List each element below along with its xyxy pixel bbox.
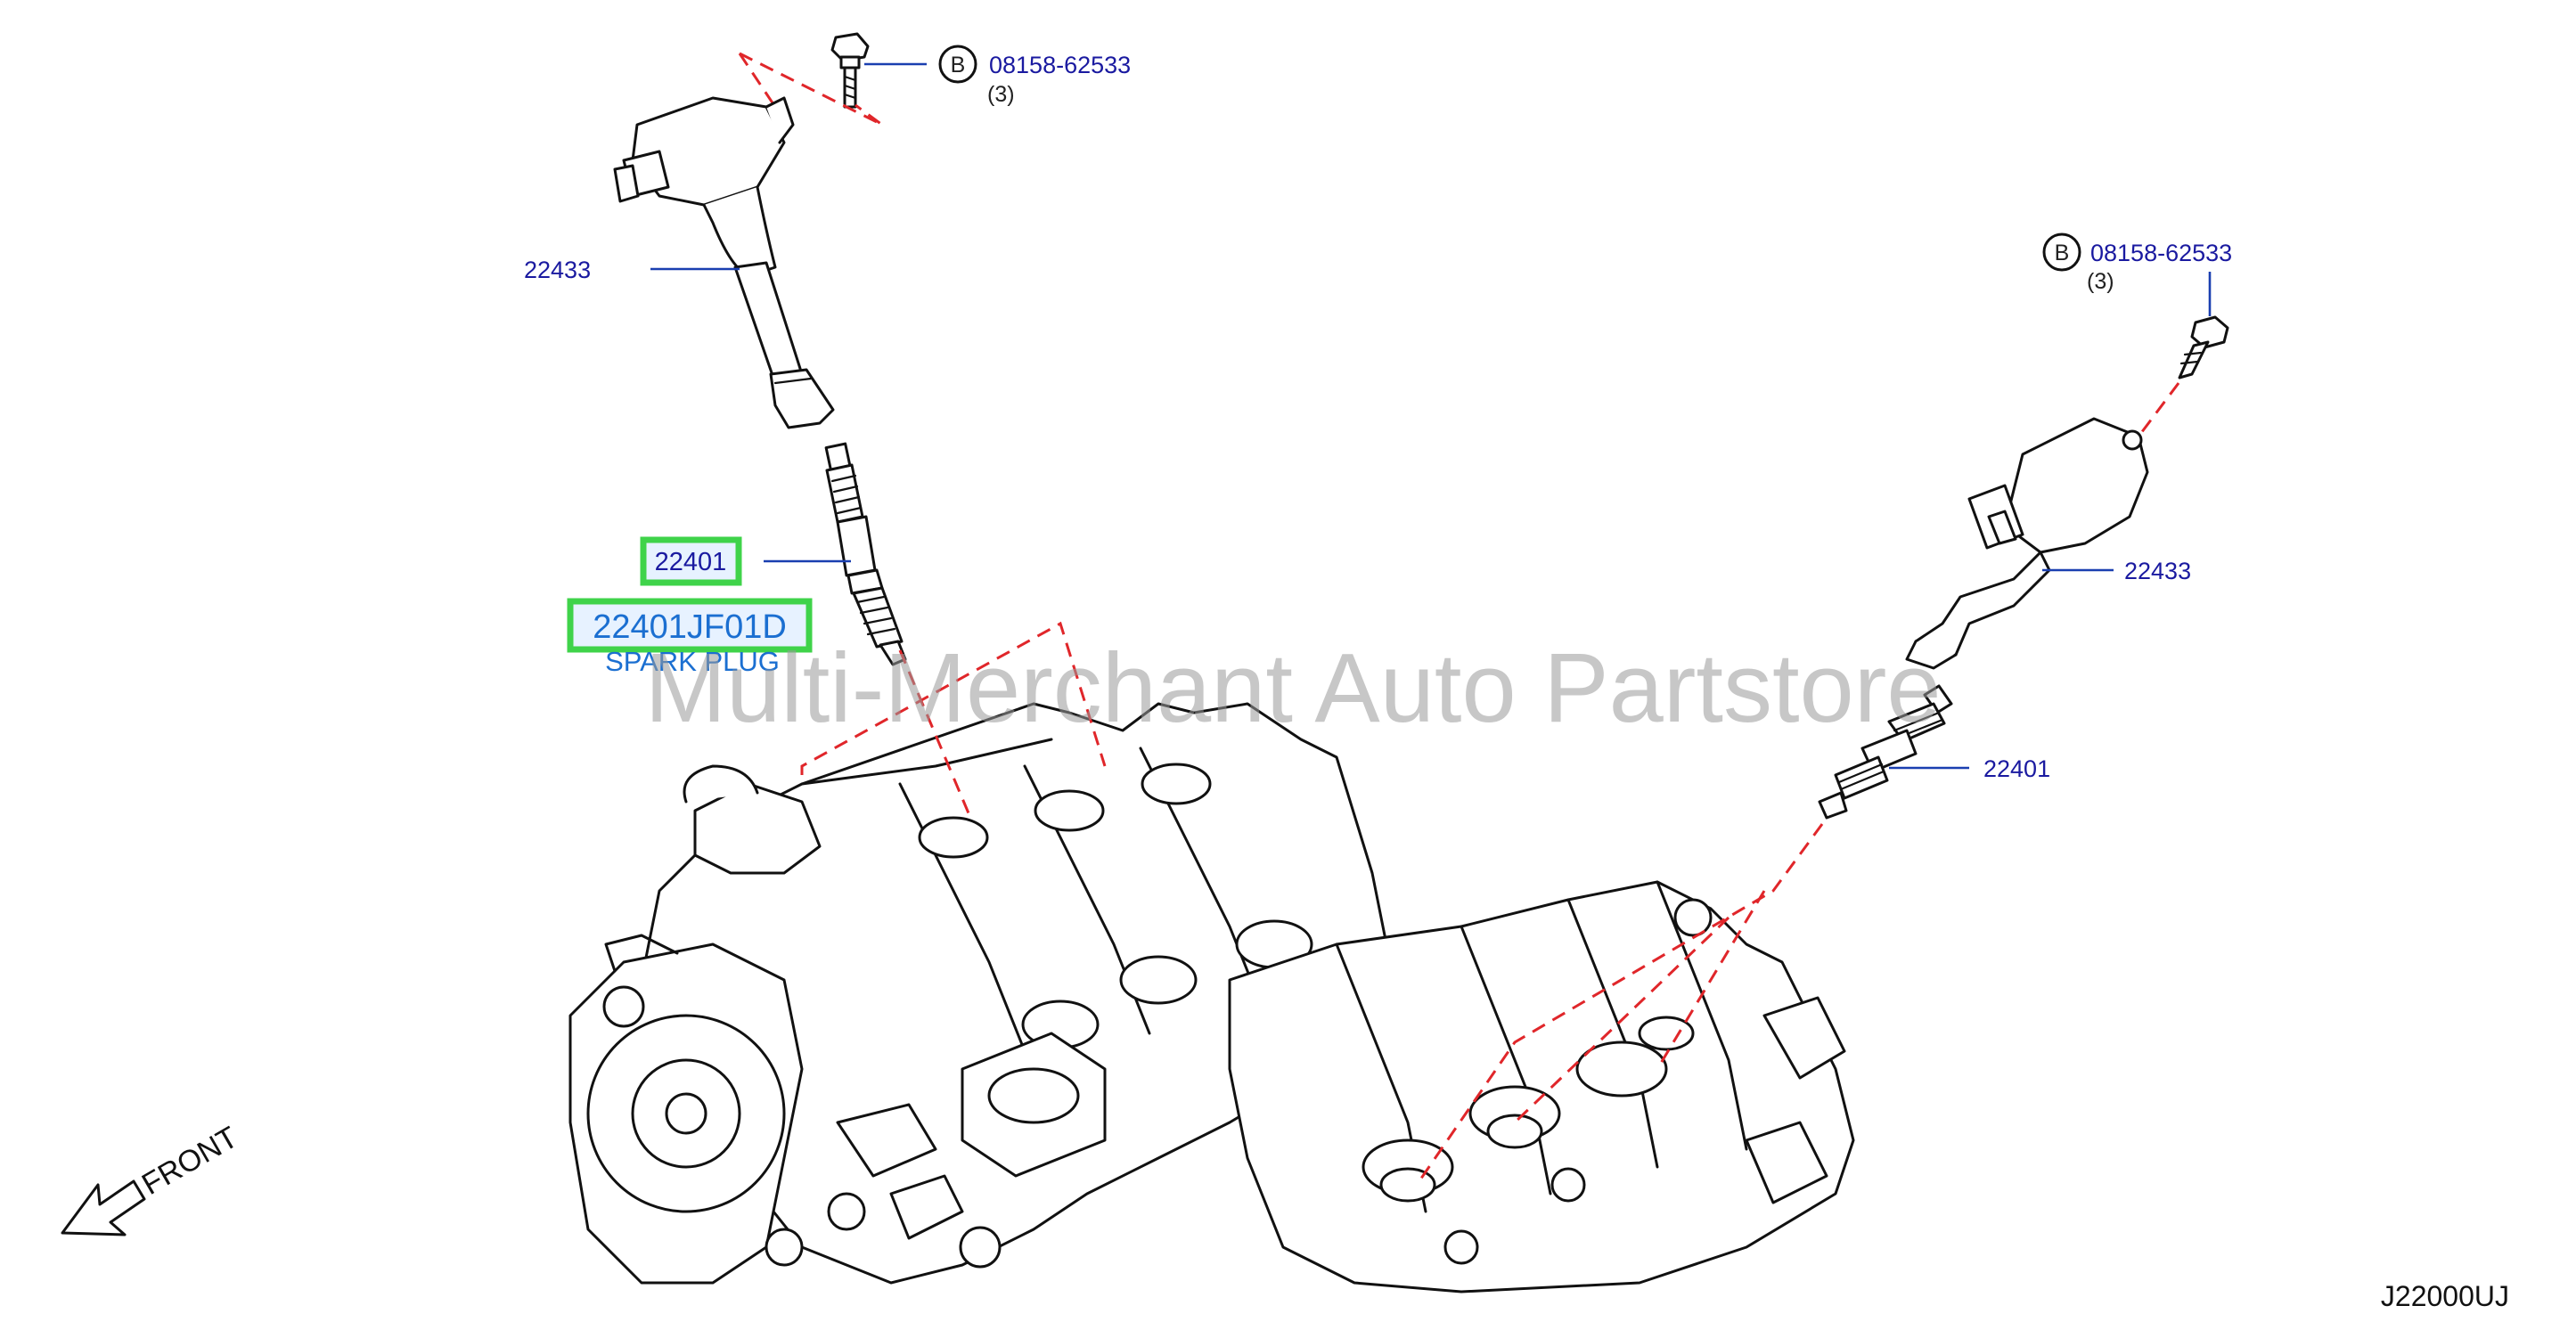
highlight-part-box[interactable] — [567, 598, 813, 653]
coil-right-part-number: 22433 — [2124, 558, 2191, 584]
watermark-text: Multi-Merchant Auto Partstore — [644, 633, 1941, 743]
ignition-coil-right-drawing — [1905, 417, 2149, 670]
highlight-part-description: SPARK PLUG — [605, 646, 780, 677]
plug-right-part-number: 22401 — [1983, 755, 2050, 782]
bolt-right-quantity: (3) — [2087, 269, 2114, 294]
bolt-left-quantity: (3) — [987, 82, 1015, 107]
bolt-left-letter: B — [951, 53, 966, 78]
bolt-right-circle — [2042, 233, 2081, 272]
plug-left-highlight-box — [640, 536, 742, 586]
bolt-right-letter: B — [2055, 241, 2070, 265]
ignition-coil-left-drawing — [613, 96, 835, 429]
coil-left-part-number: 22433 — [524, 257, 591, 283]
front-label: FRONT — [136, 1120, 243, 1201]
bolt-left-circle — [938, 45, 977, 84]
front-arrow-icon — [61, 1179, 146, 1236]
plug-left-part-number: 22401 — [655, 548, 727, 576]
highlight-part-number[interactable]: 22401JF01D — [593, 608, 787, 646]
spark-plug-right-drawing — [1818, 684, 1953, 820]
bolt-right-drawing — [2178, 315, 2229, 379]
bolt-left-part-number: 08158-62533 — [989, 52, 1131, 78]
bolt-left-drawing — [830, 32, 870, 109]
diagram-code: J22000UJ — [2381, 1280, 2509, 1312]
engine-head-drawing — [568, 702, 1855, 1293]
spark-plug-left-drawing — [824, 442, 907, 666]
bolt-right-part-number: 08158-62533 — [2090, 240, 2232, 266]
